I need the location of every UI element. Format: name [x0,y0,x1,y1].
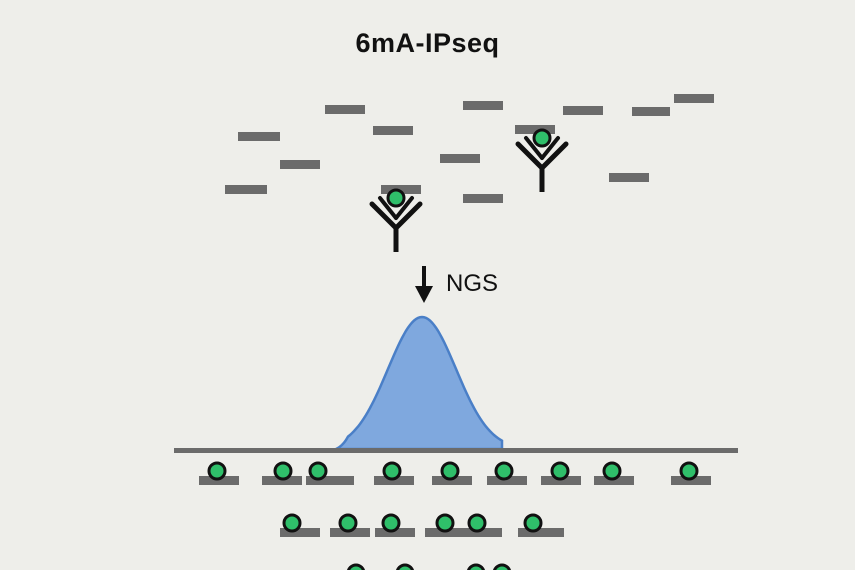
methyl-mark [523,513,543,533]
genome-baseline [174,448,738,453]
dna-fragment [238,132,280,141]
antibody-arm [393,201,423,231]
read-bar [199,476,239,485]
read-bar [432,476,472,485]
read-bar [541,476,581,485]
dna-fragment [381,185,421,194]
read-bar [306,476,354,485]
dna-fragment [325,105,365,114]
mapped-read [492,563,512,570]
dna-fragment [563,106,603,115]
mapped-read [346,563,366,570]
dna-fragment [463,101,503,110]
mapped-read [466,563,486,570]
read-bar [671,476,711,485]
read-bar [375,528,415,537]
methyl-mark [395,563,415,570]
mapped-read [462,513,502,537]
read-bar [280,528,320,537]
dna-fragment [609,173,649,182]
methyl-mark [466,563,486,570]
mapped-read [487,461,527,485]
methyl-mark [550,461,570,481]
dna-fragment [280,160,320,169]
mapped-read [425,513,465,537]
mapped-read [199,461,239,485]
mapped-read [671,461,711,485]
read-bar [330,528,370,537]
read-peak [335,315,504,451]
mapped-read [432,461,472,485]
methyl-mark [602,461,622,481]
dna-fragment [373,126,413,135]
antibody [369,188,423,252]
antibody-arm [540,136,560,160]
methyl-mark [273,461,293,481]
dna-fragments [225,94,714,203]
methyl-mark [346,563,366,570]
read-bar [374,476,414,485]
dna-fragment [225,185,267,194]
methyl-mark [679,461,699,481]
methyl-mark [494,461,514,481]
diagram-title: 6mA-IPseq [355,28,500,58]
methyl-mark [386,188,406,208]
methyl-mark [338,513,358,533]
methyl-mark [467,513,487,533]
methyl-mark [308,461,328,481]
mapped-read [541,461,581,485]
antibody-arm [394,196,414,220]
methyl-mark [435,513,455,533]
mapped-read [306,461,354,485]
antibody-arm [515,141,545,171]
read-bar [518,528,564,537]
read-bar [487,476,527,485]
peak-curve [335,315,504,451]
dna-fragment [463,194,503,203]
mapped-reads [199,461,711,570]
ngs-arrow [415,266,433,303]
mapped-read [330,513,370,537]
mapped-read [375,513,415,537]
methyl-mark [532,128,552,148]
mapped-read [395,563,415,570]
methyl-mark [282,513,302,533]
arrow-head [415,286,433,303]
mapped-read [374,461,414,485]
dna-fragment [632,107,670,116]
antibody [515,128,569,192]
methyl-mark [382,461,402,481]
methyl-mark [381,513,401,533]
dna-fragment [440,154,480,163]
read-bar [594,476,634,485]
methyl-mark [440,461,460,481]
antibody-arm [539,141,569,171]
antibody-arm [378,196,398,220]
methyl-mark [492,563,512,570]
read-bar [462,528,502,537]
mapped-read [594,461,634,485]
ngs-step-label: NGS [446,270,499,297]
antibody-arm [524,136,544,160]
methyl-mark [207,461,227,481]
mapped-read [262,461,302,485]
antibody-arm [369,201,399,231]
genome-line [174,448,738,453]
read-bar [262,476,302,485]
dna-fragment [515,125,555,134]
antibodies [369,128,569,252]
dna-fragment [674,94,714,103]
mapped-read [280,513,320,537]
mapped-read [518,513,564,537]
